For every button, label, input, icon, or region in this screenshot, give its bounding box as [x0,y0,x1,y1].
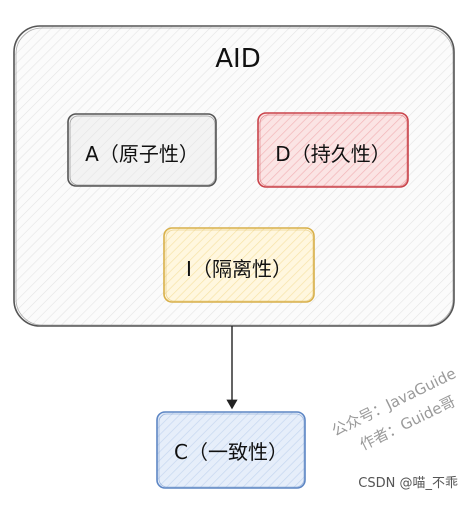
isolation-label: I（隔离性） [186,257,292,281]
atomicity-label: A（原子性） [85,142,199,166]
aid-container [13,25,455,327]
csdn-credit: CSDN @喵_不乖 [358,476,458,491]
consistency-label: C（一致性） [174,440,288,464]
isolation-node [163,227,315,303]
consistency-node [156,411,306,489]
atomicity-node [67,113,217,187]
aid-title: AID [215,44,261,74]
durability-label: D（持久性） [275,142,391,166]
durability-node [257,112,409,188]
